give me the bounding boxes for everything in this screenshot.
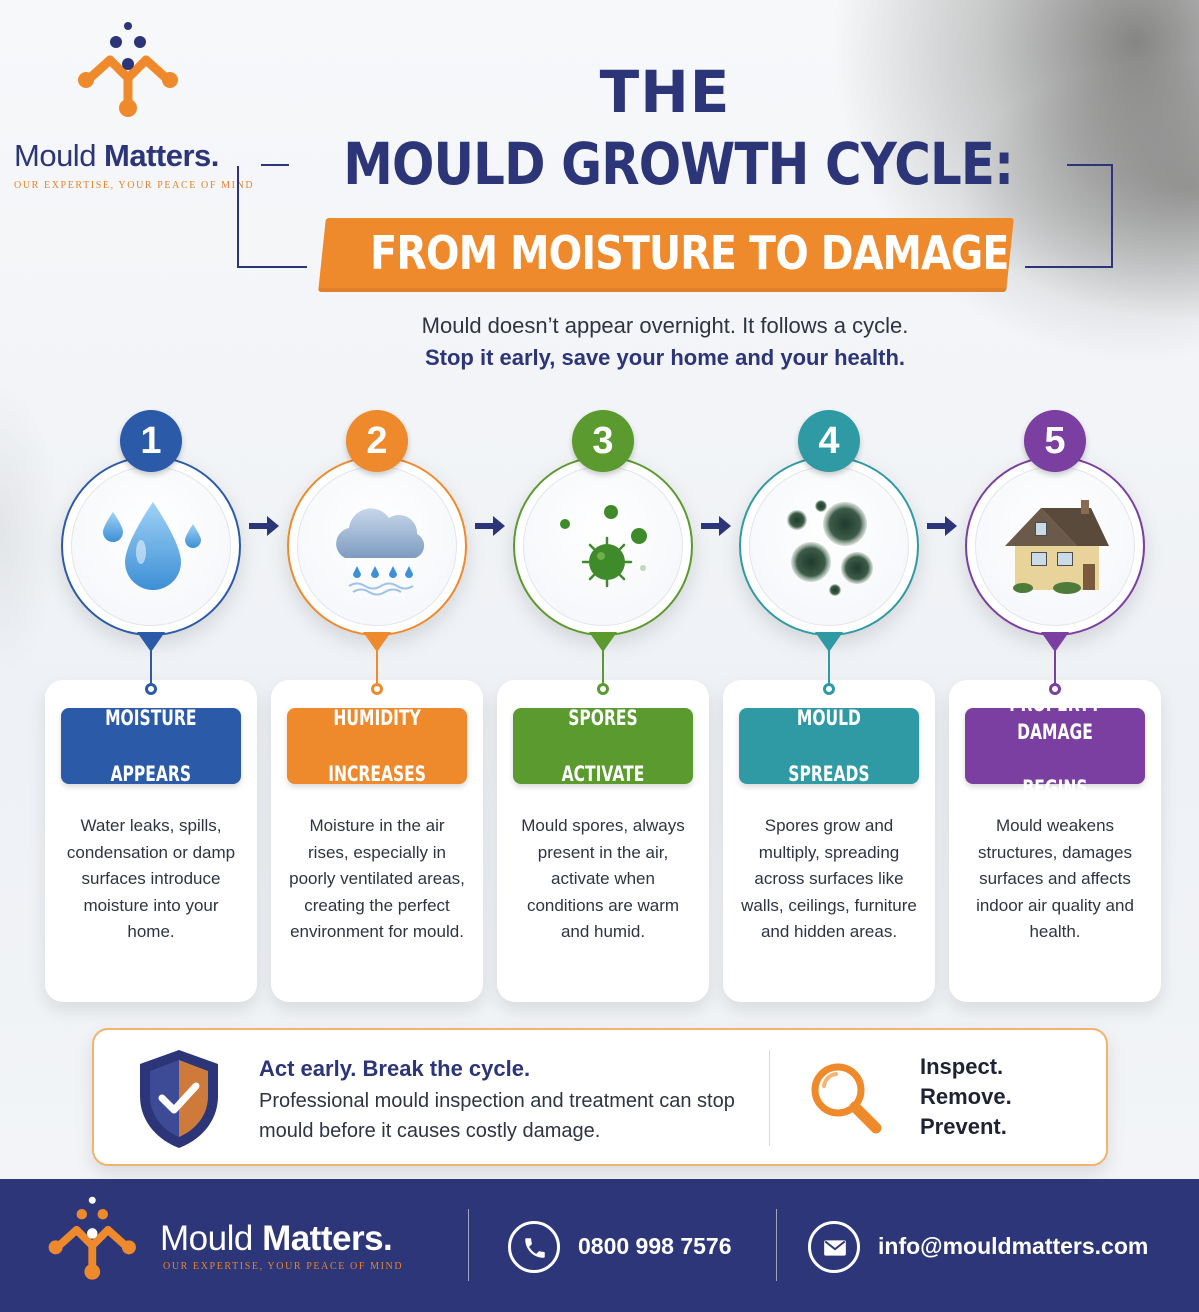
email-icon — [808, 1221, 860, 1273]
step-connector — [1054, 650, 1056, 688]
call-to-action-box: Act early. Break the cycle. Professional… — [92, 1028, 1108, 1166]
arrow-right-icon — [475, 516, 505, 536]
step-connector-dot — [823, 683, 835, 695]
step-description: Mould spores, always present in the air,… — [521, 816, 685, 941]
step-pointer — [1041, 632, 1069, 652]
step-number: 3 — [572, 410, 634, 472]
phone-icon — [508, 1221, 560, 1273]
step-number: 5 — [1024, 410, 1086, 472]
water-drops-icon — [103, 502, 201, 590]
footer-brand-name: Mould Matters. — [160, 1219, 393, 1258]
footer-phone[interactable]: 0800 998 7576 — [578, 1233, 732, 1259]
cta-list-item: Inspect. — [920, 1054, 1004, 1079]
step-pointer — [363, 632, 391, 652]
title-bracket-left — [237, 164, 307, 268]
mould-colonies-icon — [787, 500, 873, 596]
step-description: Mould weakens structures, damages surfac… — [976, 816, 1134, 941]
rain-cloud-icon — [336, 508, 425, 596]
step-description: Water leaks, spills, condensation or dam… — [66, 816, 236, 941]
step-pointer — [815, 632, 843, 652]
arrow-right-icon — [701, 516, 731, 536]
step-number: 1 — [120, 410, 182, 472]
cta-list-item: Remove. — [920, 1084, 1012, 1109]
step-description: Spores grow and multiply, spreading acro… — [741, 816, 917, 941]
spores-icon — [560, 505, 647, 588]
footer: Mould Matters. OUR EXPERTISE, YOUR PEACE… — [0, 1179, 1199, 1312]
title-bracket-right — [1025, 164, 1113, 268]
molecule-logo-icon — [48, 1196, 136, 1280]
divider — [769, 1050, 770, 1146]
brand-logo[interactable]: Mould Matters. OUR EXPERTISE, YOUR PEACE… — [14, 20, 264, 191]
footer-email[interactable]: info@mouldmatters.com — [878, 1233, 1149, 1259]
footer-brand-tagline: OUR EXPERTISE, YOUR PEACE OF MIND — [163, 1261, 404, 1272]
step-icon-ring — [739, 456, 919, 636]
cta-body: Professional mould inspection and treatm… — [259, 1090, 735, 1142]
arrow-right-icon — [927, 516, 957, 536]
step-icon-ring — [287, 456, 467, 636]
step-connector-dot — [371, 683, 383, 695]
title-line-1: THE — [599, 58, 731, 126]
step-number: 2 — [346, 410, 408, 472]
step-connector-dot — [145, 683, 157, 695]
step-icon-ring — [61, 456, 241, 636]
step-icon-ring — [513, 456, 693, 636]
brand-tagline: OUR EXPERTISE, YOUR PEACE OF MIND — [14, 180, 255, 191]
step-description: Moisture in the air rises, especially in… — [289, 816, 465, 941]
step-connector — [376, 650, 378, 688]
step-connector — [150, 650, 152, 688]
molecule-logo-icon — [78, 22, 178, 117]
step-connector-dot — [1049, 683, 1061, 695]
step-connector-dot — [597, 683, 609, 695]
intro-text: Mould doesn’t appear overnight. It follo… — [421, 313, 909, 338]
brand-name: Mould Matters. — [14, 138, 219, 173]
arrow-right-icon — [249, 516, 279, 536]
shield-check-icon — [140, 1050, 218, 1148]
shadow-background — [0, 380, 60, 680]
page-title: MOULD GROWTH CYCLE: — [343, 130, 1014, 198]
step-connector — [602, 650, 604, 688]
step-pointer — [137, 632, 165, 652]
cta-heading: Act early. Break the cycle. — [259, 1056, 531, 1081]
footer-divider — [776, 1209, 777, 1281]
step-number: 4 — [798, 410, 860, 472]
house-icon — [1005, 500, 1109, 594]
step-icon-ring — [965, 456, 1145, 636]
title-subtitle: FROM MOISTURE TO DAMAGE — [370, 226, 1009, 280]
footer-divider — [468, 1209, 469, 1281]
cta-list-item: Prevent. — [920, 1114, 1007, 1139]
step-connector — [828, 650, 830, 688]
intro-emphasis: Stop it early, save your home and your h… — [424, 345, 906, 370]
magnifying-glass-icon — [811, 1063, 882, 1134]
step-pointer — [589, 632, 617, 652]
